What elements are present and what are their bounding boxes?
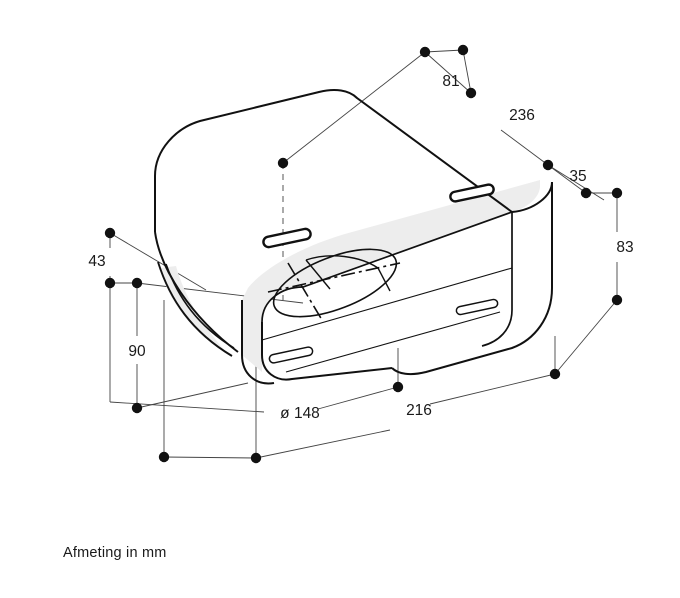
dot-81-c	[465, 87, 477, 99]
dim-line-236	[500, 129, 549, 166]
dot-236-end	[542, 159, 554, 171]
ext-236-upper	[462, 49, 472, 94]
dim-line-81	[424, 51, 472, 94]
dot-43-bottom	[104, 277, 116, 289]
slot-top-right	[449, 183, 495, 203]
detail-line-front-b	[285, 311, 501, 373]
shell-front-upper-edge	[241, 300, 275, 385]
duct-bore-side-a	[305, 259, 331, 290]
dot-81-a	[419, 46, 431, 58]
dim-line-35	[547, 164, 587, 194]
dim-line-81-top	[424, 49, 464, 53]
lower-face-detail-lines	[261, 267, 513, 373]
dim-label-83: 83	[616, 239, 633, 256]
duct-opening-ellipse	[272, 248, 398, 318]
dim-line-216-seg	[429, 373, 556, 405]
ext-90-top	[136, 282, 304, 304]
dimension-endpoints	[104, 44, 623, 464]
duct-bore-back-arc	[305, 255, 379, 269]
detail-line-front	[261, 267, 513, 341]
shell-right-inner-face	[481, 212, 513, 347]
slot-front-lower-left	[268, 346, 314, 364]
dimension-labels: 81 236 35 83 43 90 ø 148 216	[88, 73, 633, 422]
figure-caption: Afmeting in mm	[63, 545, 167, 561]
shell-right-face	[391, 182, 553, 376]
dot-43-top	[104, 227, 116, 239]
dot-148-right	[392, 381, 404, 393]
ext-90-bottom	[136, 382, 249, 409]
dot-90-top	[131, 277, 143, 289]
slot-front-upper-left	[262, 227, 312, 249]
dim-line-base-left	[163, 456, 257, 459]
slot-front-lower-right	[455, 298, 499, 316]
dot-83-bottom	[611, 294, 623, 306]
dim-label-216: 216	[406, 402, 432, 419]
dim-label-81: 81	[442, 73, 459, 90]
dim-line-148-seg	[317, 386, 399, 410]
shell-top-outline	[154, 89, 513, 232]
mounting-slots	[262, 183, 499, 364]
dot-centerline-top	[277, 157, 289, 169]
dot-81-b	[457, 44, 469, 56]
dim-label-43: 43	[88, 253, 105, 270]
dot-148-left	[250, 452, 262, 464]
centerline-minor	[287, 262, 323, 321]
dot-35-end	[580, 187, 592, 199]
left-flap-outline	[157, 261, 233, 357]
ext-83-bottom	[554, 299, 618, 375]
duct-body	[154, 89, 553, 385]
dot-216-right	[549, 368, 561, 380]
dim-label-35: 35	[569, 168, 586, 185]
ext-43-top	[109, 232, 207, 291]
dot-base-left	[158, 451, 170, 463]
shell-front-lower	[261, 322, 393, 381]
ext-236-lower	[547, 164, 605, 201]
dim-label-148: ø 148	[280, 405, 320, 422]
leader-81-left	[282, 51, 426, 164]
dot-90-bottom	[131, 402, 143, 414]
left-flap-inner	[165, 263, 235, 349]
dim-label-236: 236	[509, 107, 535, 124]
bore-centerlines	[267, 262, 401, 321]
shell-top-rear-edge	[154, 231, 239, 353]
dot-83-top	[611, 187, 623, 199]
dim-label-90: 90	[128, 343, 146, 360]
dim-line-148-right	[255, 429, 391, 459]
duct-bore-side-b	[377, 267, 391, 292]
centerline-major	[267, 262, 401, 293]
